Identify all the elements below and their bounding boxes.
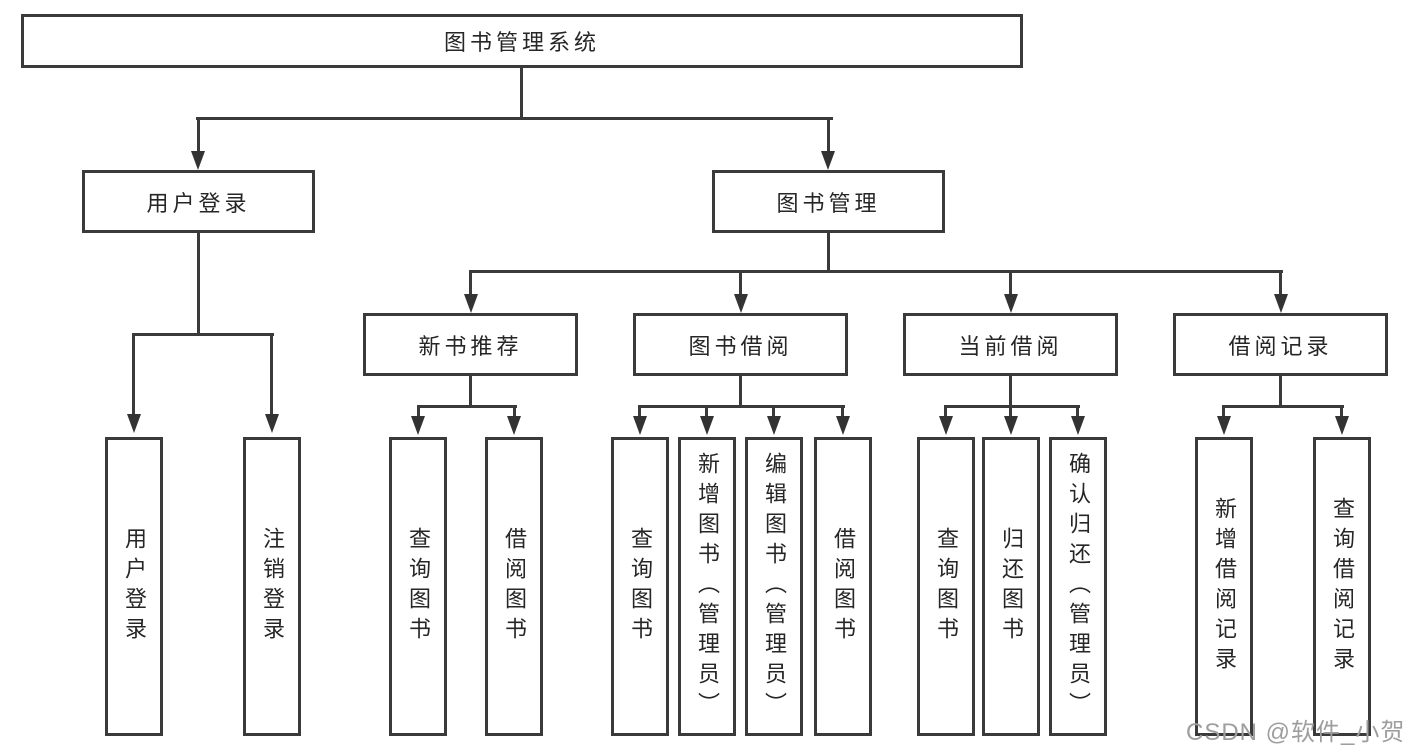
arrowhead-icon xyxy=(939,416,953,435)
arrowhead-icon xyxy=(734,294,748,313)
connector-line xyxy=(705,405,708,417)
leaf-borrow-book-recommend: 借阅图书 xyxy=(485,437,543,736)
connector-line xyxy=(513,405,516,417)
connector-line xyxy=(1076,405,1079,417)
connector-line xyxy=(841,405,844,417)
connector-line xyxy=(772,405,775,417)
arrowhead-icon xyxy=(507,416,521,435)
arrowhead-icon xyxy=(191,151,205,170)
connector-line xyxy=(196,117,833,120)
connector-line xyxy=(132,333,274,336)
connector-line xyxy=(638,405,641,417)
node-book-borrowing: 图书借阅 xyxy=(633,313,848,376)
leaf-add-book-admin: 新增图书（管理员） xyxy=(678,437,736,736)
connector-line xyxy=(469,270,1283,273)
connector-line xyxy=(417,405,420,417)
connector-line xyxy=(520,68,523,118)
connector-line xyxy=(1279,376,1282,407)
connector-line xyxy=(1340,405,1343,417)
connector-line xyxy=(469,270,472,295)
leaf-return-book: 归还图书 xyxy=(982,437,1040,736)
connector-line xyxy=(469,376,472,407)
connector-line xyxy=(270,333,273,414)
node-borrowing-records: 借阅记录 xyxy=(1173,313,1388,376)
connector-line xyxy=(197,117,200,152)
connector-line xyxy=(639,405,845,408)
leaf-add-borrow-record: 新增借阅记录 xyxy=(1195,437,1253,736)
leaf-edit-book-admin: 编辑图书（管理员） xyxy=(745,437,803,736)
arrowhead-icon xyxy=(1217,416,1231,435)
connector-line xyxy=(197,233,200,335)
connector-line xyxy=(1279,270,1282,295)
leaf-query-book-current: 查询图书 xyxy=(917,437,975,736)
connector-line xyxy=(1009,405,1012,417)
connector-line xyxy=(827,233,830,273)
arrowhead-icon xyxy=(265,414,279,433)
arrowhead-icon xyxy=(127,414,141,433)
node-book-management: 图书管理 xyxy=(712,170,945,233)
node-new-book-recommendation: 新书推荐 xyxy=(363,313,578,376)
connector-line xyxy=(1223,405,1344,408)
node-current-borrowing: 当前借阅 xyxy=(903,313,1118,376)
connector-line xyxy=(1222,405,1225,417)
arrowhead-icon xyxy=(836,416,850,435)
leaf-query-borrow-record: 查询借阅记录 xyxy=(1313,437,1371,736)
connector-line xyxy=(739,376,742,407)
arrowhead-icon xyxy=(1335,416,1349,435)
leaf-query-book-recommend: 查询图书 xyxy=(389,437,447,736)
arrowhead-icon xyxy=(821,151,835,170)
node-user-login: 用户登录 xyxy=(82,170,315,233)
leaf-user-login: 用户登录 xyxy=(105,437,163,736)
arrowhead-icon xyxy=(1274,294,1288,313)
arrowhead-icon xyxy=(633,416,647,435)
connector-line xyxy=(1009,270,1012,295)
connector-line xyxy=(945,405,1080,408)
arrowhead-icon xyxy=(411,416,425,435)
node-library-management-system: 图书管理系统 xyxy=(21,14,1023,68)
connector-line xyxy=(827,117,830,152)
leaf-logout: 注销登录 xyxy=(243,437,301,736)
arrowhead-icon xyxy=(464,294,478,313)
connector-line xyxy=(1009,376,1012,407)
leaf-borrow-book: 借阅图书 xyxy=(814,437,872,736)
arrowhead-icon xyxy=(1071,416,1085,435)
watermark: CSDN @软件_小贺同学 xyxy=(1186,719,1405,746)
connector-line xyxy=(739,270,742,295)
arrowhead-icon xyxy=(700,416,714,435)
leaf-confirm-return-admin: 确认归还（管理员） xyxy=(1049,437,1107,736)
arrowhead-icon xyxy=(767,416,781,435)
connector-line xyxy=(132,333,135,414)
arrowhead-icon xyxy=(1004,294,1018,313)
connector-line xyxy=(417,405,517,408)
arrowhead-icon xyxy=(1004,416,1018,435)
leaf-query-book-borrowing: 查询图书 xyxy=(611,437,669,736)
connector-line xyxy=(944,405,947,417)
